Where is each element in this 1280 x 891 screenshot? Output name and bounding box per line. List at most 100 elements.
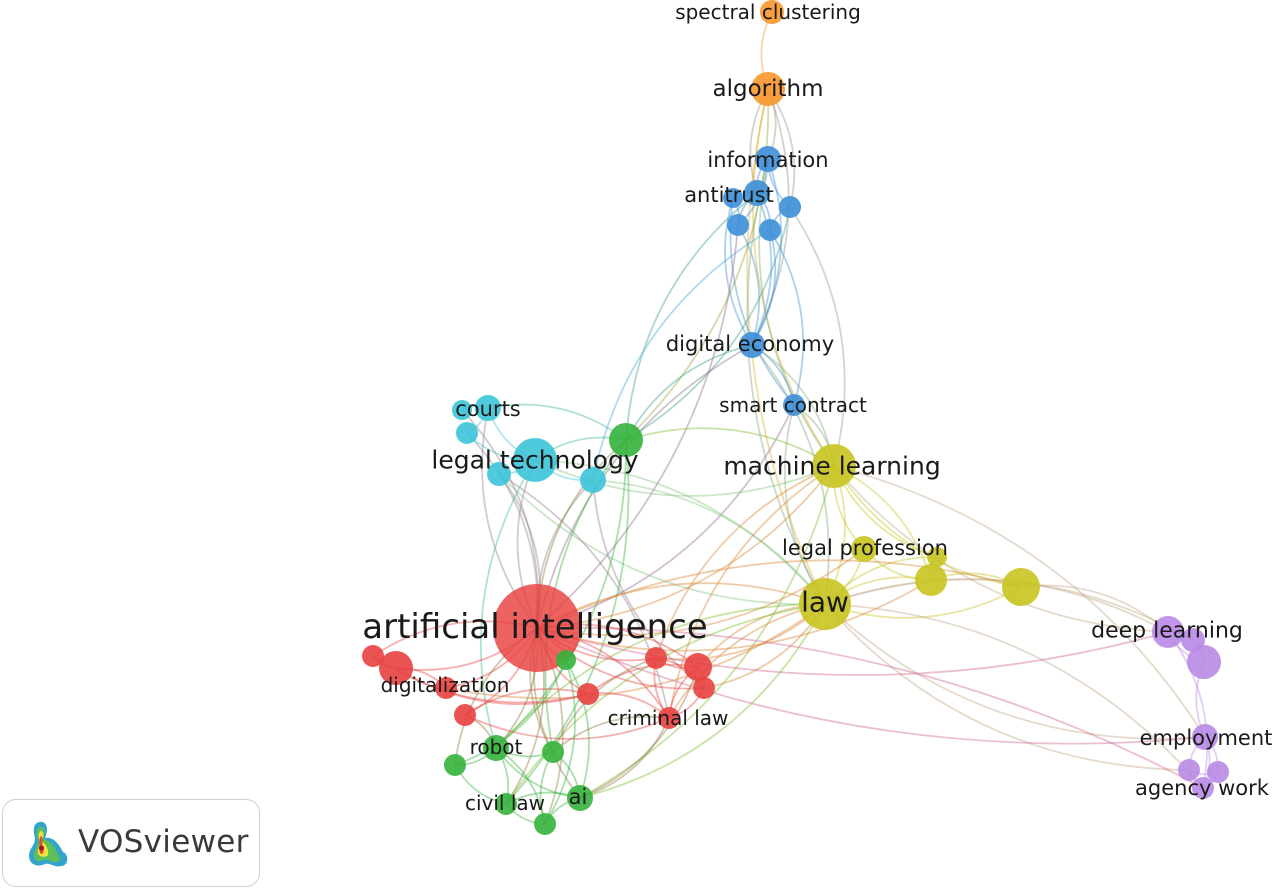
node-c4[interactable] [580,467,606,493]
link-law-p3 [824,603,1190,771]
node-b3[interactable] [759,219,781,241]
label-law[interactable]: law [801,586,849,619]
node-c3[interactable] [487,462,511,486]
node-robot[interactable] [483,735,509,761]
label-smart-contract[interactable]: smart contract [719,393,867,417]
label-machine-learning[interactable]: machine learning [723,452,940,481]
link-b3-smart_contract [769,229,805,406]
link-b4-digital_economy [724,197,753,346]
link-law-robot [495,603,826,749]
label-spectral[interactable]: spectral clustering [675,0,861,24]
node-information[interactable] [755,146,781,172]
node-g-hub[interactable] [609,423,643,457]
node-civil-law[interactable] [495,793,517,815]
node-p4[interactable] [1207,761,1229,783]
node-p2[interactable] [1187,645,1221,679]
node-legal-profession[interactable] [851,536,877,562]
label-digital-economy[interactable]: digital economy [666,332,834,356]
link-b2-g_hub [625,206,791,441]
node-antitrust[interactable] [744,180,770,206]
label-artificial-intelligence[interactable]: artificial intelligence [362,607,707,647]
node-r1[interactable] [362,645,384,667]
label-civil-law[interactable]: civil law [465,791,545,815]
link-machine_learning-deep_learning [833,465,1169,633]
label-courts[interactable]: courts [455,397,521,421]
node-digitalization[interactable] [435,677,457,699]
label-antitrust[interactable]: antitrust [684,183,774,207]
link-b3-digital_economy [751,229,777,346]
node-y1[interactable] [927,547,947,567]
node-g4[interactable] [534,813,556,835]
link-antitrust-g_hub [625,192,758,441]
link-artificial_intelligence-deep_learning [536,627,1169,676]
vosviewer-logo: VOSviewer [2,799,260,887]
node-g2[interactable] [542,741,564,763]
node-r2[interactable] [379,651,413,685]
label-robot[interactable]: robot [470,735,523,759]
node-legal-technology[interactable] [513,438,557,482]
node-p3[interactable] [1178,759,1200,781]
node-smart-contract[interactable] [783,394,805,416]
node-y3[interactable] [1002,568,1040,606]
link-c3-law [498,473,826,606]
link-b2-machine_learning [789,206,846,467]
node-r4[interactable] [454,704,476,726]
node-r7[interactable] [693,677,715,699]
node-c1[interactable] [452,400,472,420]
node-deep-learning[interactable] [1152,616,1184,648]
node-agency-work[interactable] [1192,777,1214,799]
node-employment[interactable] [1192,724,1218,750]
node-g3[interactable] [556,650,576,670]
link-legal_profession-artificial_intelligence [536,548,865,637]
link-algorithm-machine_learning [752,88,835,467]
node-digital-economy[interactable] [739,332,765,358]
node-c2[interactable] [456,422,478,444]
link-g_hub-robot [495,439,627,749]
link-machine_learning-y3 [833,465,1022,588]
node-algorithm[interactable] [751,72,785,106]
link-law-employment [824,603,1206,740]
link-legal_technology-machine_learning [534,459,835,497]
node-b2[interactable] [779,196,801,218]
node-spectral[interactable] [760,0,784,24]
labels-layer: spectral clustering algorithm information a… [362,0,1272,815]
link-machine_learning-employment [833,465,1206,738]
link-law-agency_work [824,603,1204,789]
node-ai[interactable] [567,785,593,811]
link-r2-r3 [395,667,589,706]
link-machine_learning-ai [579,465,835,799]
label-legal-profession[interactable]: legal profession [782,536,948,560]
link-machine_learning-artificial_intelligence [536,465,835,629]
label-deep-learning[interactable]: deep learning [1091,619,1243,644]
node-machine-learning[interactable] [812,444,856,488]
link-legal_technology-robot [479,459,536,749]
label-agency-work[interactable]: agency work [1135,776,1270,800]
link-information-digital_economy [751,158,783,346]
label-ai[interactable]: ai [569,785,588,809]
label-digitalization[interactable]: digitalization [381,673,510,697]
label-legal-technology[interactable]: legal technology [431,446,638,475]
link-g_hub-civil_law [505,439,630,805]
label-algorithm[interactable]: algorithm [712,76,823,102]
node-b1[interactable] [727,214,749,236]
node-b4[interactable] [723,188,743,208]
node-artificial-intelligence[interactable] [493,584,581,672]
node-courts[interactable] [475,395,501,421]
link-digital_economy-artificial_intelligence [536,344,753,629]
node-g1[interactable] [444,754,466,776]
node-r3[interactable] [577,683,599,705]
link-artificial_intelligence-employment [536,627,1206,745]
node-r6[interactable] [684,653,712,681]
link-algorithm-g_hub [625,88,770,441]
label-criminal-law[interactable]: criminal law [608,706,729,730]
label-employment[interactable]: employment [1140,726,1273,750]
label-information[interactable]: information [707,148,828,172]
link-b3-c4 [592,229,771,481]
link-r3-r4 [464,688,589,716]
node-law[interactable] [799,578,851,630]
link-smart_contract-artificial_intelligence [536,404,795,629]
node-r5[interactable] [645,647,667,669]
node-y2[interactable] [915,564,947,596]
node-criminal-law[interactable] [658,707,680,729]
